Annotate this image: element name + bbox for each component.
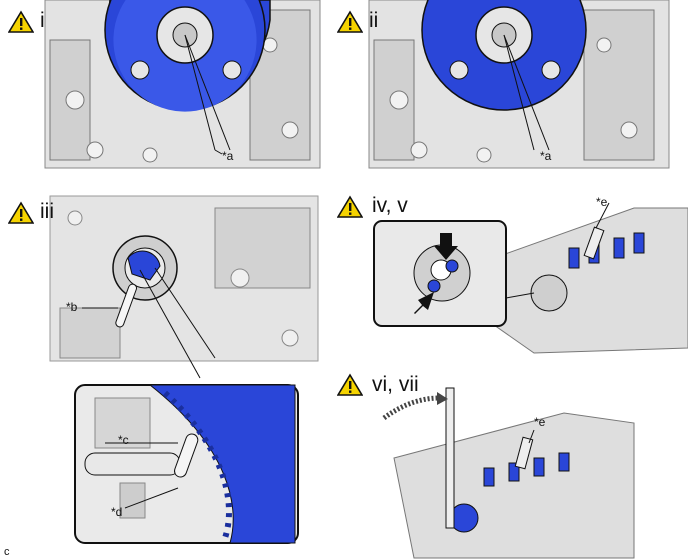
step-label-i: i [40, 9, 45, 32]
pin-tool [115, 283, 137, 328]
panel-vi-vii: vi, vii *e [334, 368, 688, 560]
step-label-ii: ii [369, 9, 379, 32]
panel-iv-v: iv, v *e [334, 188, 688, 358]
engine-pulley-illustration-ii [368, 0, 670, 169]
callout-d: *d [111, 505, 123, 519]
step-label-iii: iii [40, 200, 54, 223]
callout-e: *e [534, 415, 546, 429]
warning-icon [8, 10, 34, 34]
warning-icon [337, 373, 363, 397]
callout-b: *b [66, 300, 78, 314]
camshaft-illustration-iv-v [373, 202, 688, 354]
panel-iii: iii *b *c *d [0, 188, 330, 558]
arrow-icon [414, 292, 434, 314]
step-label-vi-vii: vi, vii [372, 373, 419, 396]
step-label-iv-v: iv, v [372, 194, 408, 217]
warning-icon [337, 195, 363, 219]
engine-cam-illustration-iii [49, 195, 319, 544]
figure-code: c [4, 546, 10, 558]
camshaft-wrench-illustration-vi-vii [382, 387, 635, 559]
arrow-icon [434, 233, 458, 260]
panel-ii: ii *a [334, 0, 688, 172]
warning-icon [337, 10, 363, 34]
rotation-arrow-icon [382, 392, 448, 421]
callout-c: *c [118, 433, 129, 447]
panel-i: i *a [0, 0, 334, 172]
engine-pulley-illustration-i [44, 0, 321, 169]
callout-e: *e [596, 195, 608, 209]
callout-a: *a [540, 149, 552, 163]
callout-a: *a [222, 149, 234, 163]
warning-icon [8, 201, 34, 225]
